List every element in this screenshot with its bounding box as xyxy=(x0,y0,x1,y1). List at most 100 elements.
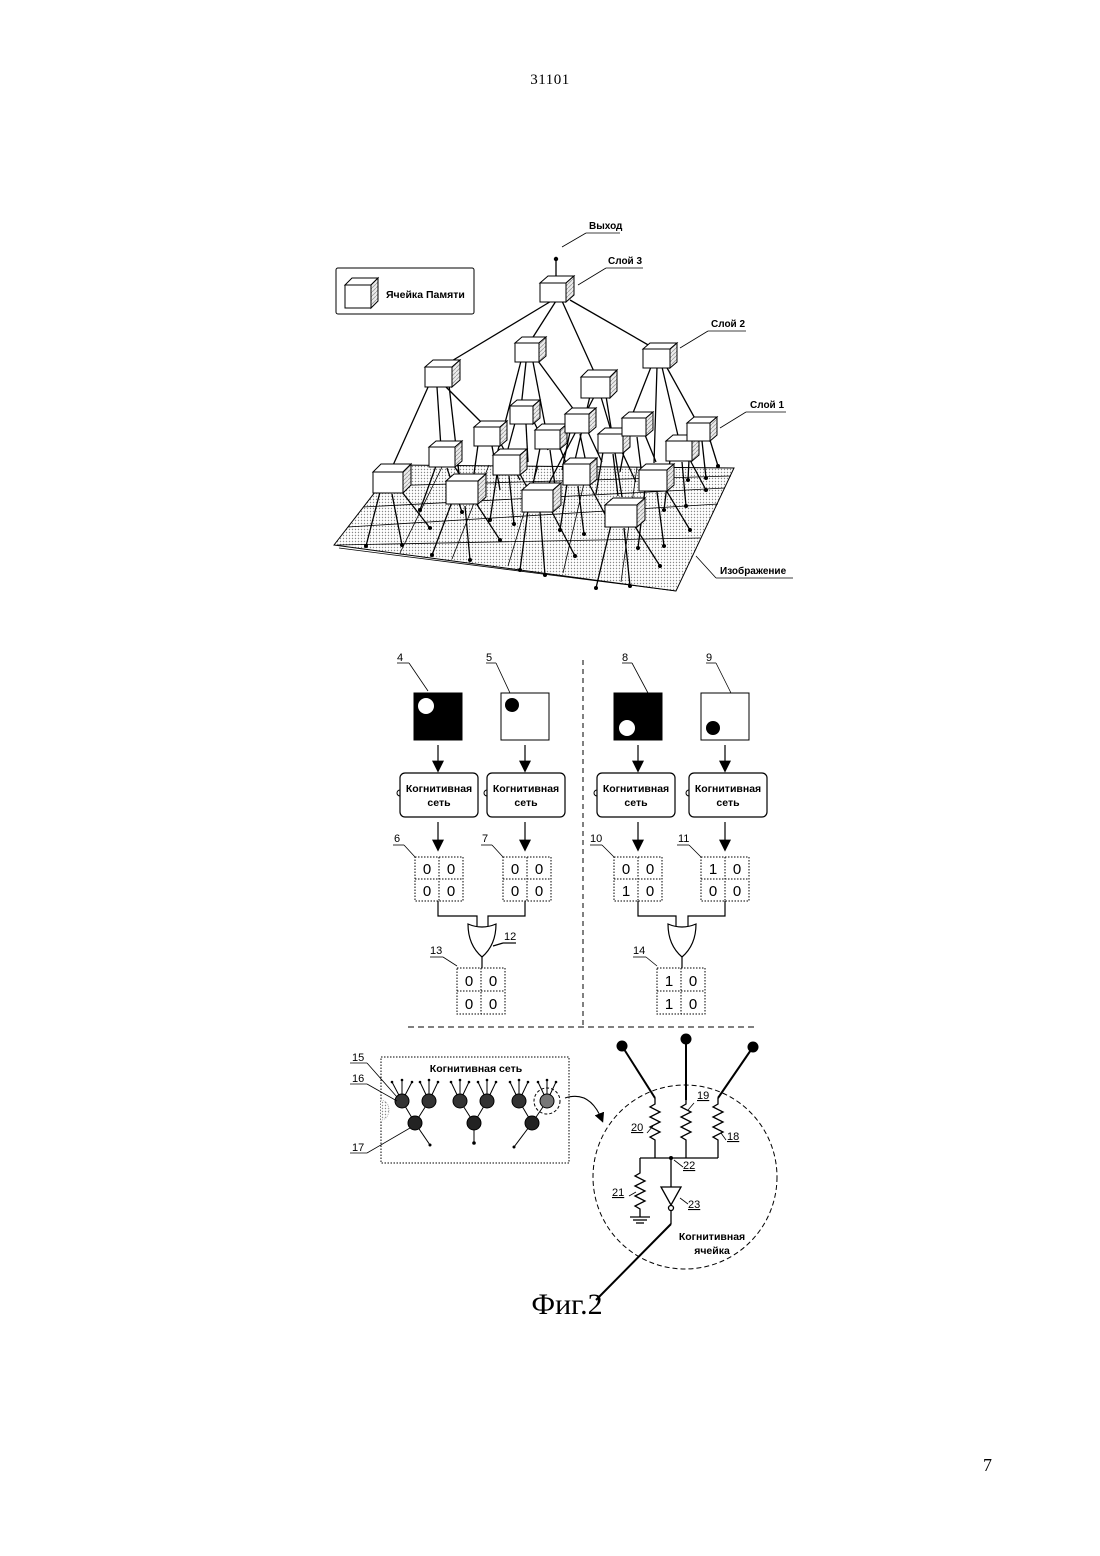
svg-text:Когнитивная: Когнитивная xyxy=(695,783,761,795)
cube-layer1-3 xyxy=(446,474,486,504)
matrix-11: 1 0 0 0 xyxy=(701,857,749,901)
ref-16: 16 xyxy=(352,1073,364,1085)
legend-cube-icon xyxy=(345,278,378,308)
svg-text:1: 1 xyxy=(709,861,717,878)
cube-layer1-13 xyxy=(622,412,653,436)
ref-12: 12 xyxy=(504,931,516,943)
cube-layer1-8 xyxy=(535,424,567,449)
svg-text:сеть: сеть xyxy=(624,797,648,809)
cube-layer1-5 xyxy=(493,449,527,475)
svg-text:Когнитивная: Когнитивная xyxy=(603,783,669,795)
legend: Ячейка Памяти xyxy=(336,268,474,314)
svg-text:1: 1 xyxy=(665,973,673,990)
cognitive-cell-detail: 20 19 18 22 21 23 Когнитивная ячейка xyxy=(593,1034,777,1301)
matrix-7: 0 0 0 0 xyxy=(503,857,551,901)
or-gate-right xyxy=(638,901,725,968)
cube-layer2-a xyxy=(425,360,460,387)
ref-19: 19 xyxy=(697,1090,709,1102)
matrix-14: 1 0 1 0 xyxy=(657,968,705,1014)
legend-label: Ячейка Памяти xyxy=(386,289,465,301)
layer3-label: Слой 3 xyxy=(608,256,642,267)
cube-layer1-12 xyxy=(605,498,645,527)
cognitive-net-box-1: Когнитивная сеть xyxy=(397,773,478,817)
cognitive-net-box-4: Когнитивная сеть xyxy=(686,773,767,817)
input-image-4 xyxy=(414,693,462,740)
svg-text:Когнитивная: Когнитивная xyxy=(406,783,472,795)
svg-text:0: 0 xyxy=(465,973,473,990)
output-label: Выход xyxy=(589,221,623,232)
ref-13: 13 xyxy=(430,945,442,957)
svg-text:0: 0 xyxy=(535,883,543,900)
ref-14: 14 xyxy=(633,945,645,957)
svg-text:1: 1 xyxy=(622,883,630,900)
svg-text:0: 0 xyxy=(511,883,519,900)
ref-8: 8 xyxy=(622,652,628,664)
svg-text:сеть: сеть xyxy=(716,797,740,809)
svg-text:0: 0 xyxy=(733,861,741,878)
svg-text:0: 0 xyxy=(447,883,455,900)
ref-9: 9 xyxy=(706,652,712,664)
cube-layer1-1 xyxy=(373,464,411,493)
input-image-5 xyxy=(501,693,549,740)
svg-text:сеть: сеть xyxy=(514,797,538,809)
cube-layer1-14 xyxy=(639,464,674,491)
svg-text:0: 0 xyxy=(646,883,654,900)
svg-text:0: 0 xyxy=(709,883,717,900)
svg-text:0: 0 xyxy=(646,861,654,878)
cognitive-cell-label-1: Когнитивная xyxy=(679,1231,745,1243)
matrix-10: 0 0 1 0 xyxy=(614,857,662,901)
cube-layer1-4 xyxy=(474,421,507,446)
ref-20: 20 xyxy=(631,1122,643,1134)
cube-layer1-2 xyxy=(429,441,462,467)
svg-text:0: 0 xyxy=(689,996,697,1013)
cube-layer2-c xyxy=(581,370,617,398)
ref-17: 17 xyxy=(352,1142,364,1154)
cube-layer3 xyxy=(540,276,574,302)
matrix-13: 0 0 0 0 xyxy=(457,968,505,1014)
ref-4: 4 xyxy=(397,652,403,664)
layer1-label: Слой 1 xyxy=(750,400,784,411)
svg-text:1: 1 xyxy=(665,996,673,1013)
image-label: Изображение xyxy=(720,565,787,577)
svg-text:0: 0 xyxy=(465,996,473,1013)
ref-22: 22 xyxy=(683,1160,695,1172)
svg-text:0: 0 xyxy=(447,861,455,878)
matrix-6: 0 0 0 0 xyxy=(415,857,463,901)
svg-text:0: 0 xyxy=(489,973,497,990)
svg-text:0: 0 xyxy=(489,996,497,1013)
cognitive-network-detail: Когнитивная сеть xyxy=(350,1052,602,1163)
hierarchy-diagram: Ячейка Памяти xyxy=(334,221,793,591)
cognitive-cell-label-2: ячейка xyxy=(694,1245,730,1257)
svg-text:Когнитивная: Когнитивная xyxy=(493,783,559,795)
ref-11: 11 xyxy=(678,833,689,845)
svg-text:0: 0 xyxy=(689,973,697,990)
svg-text:0: 0 xyxy=(535,861,543,878)
svg-text:0: 0 xyxy=(423,861,431,878)
svg-text:0: 0 xyxy=(423,883,431,900)
ref-7: 7 xyxy=(482,833,488,845)
cube-layer1-9 xyxy=(563,458,597,485)
pipeline-diagram: 4 5 8 9 Ког xyxy=(393,652,767,1027)
cognitive-net-title: Когнитивная сеть xyxy=(430,1063,523,1075)
svg-text:0: 0 xyxy=(511,861,519,878)
network-nodes xyxy=(395,1094,554,1130)
input-image-9 xyxy=(701,693,749,740)
svg-text:0: 0 xyxy=(622,861,630,878)
ref-21: 21 xyxy=(612,1187,624,1199)
cube-layer2-b xyxy=(515,337,546,362)
cube-layer1-7 xyxy=(522,483,561,512)
ref-15: 15 xyxy=(352,1052,364,1064)
cube-layer1-6 xyxy=(510,400,540,424)
input-image-8 xyxy=(614,693,662,740)
ref-18: 18 xyxy=(727,1131,739,1143)
ref-5: 5 xyxy=(486,652,492,664)
cube-layer1-16 xyxy=(687,417,717,441)
ref-10: 10 xyxy=(590,833,602,845)
cube-layer1-10 xyxy=(565,408,596,433)
layer2-label: Слой 2 xyxy=(711,319,745,330)
page-number: 7 xyxy=(983,1455,992,1476)
cube-layer2-d xyxy=(643,343,677,368)
svg-text:0: 0 xyxy=(733,883,741,900)
ref-6: 6 xyxy=(394,833,400,845)
